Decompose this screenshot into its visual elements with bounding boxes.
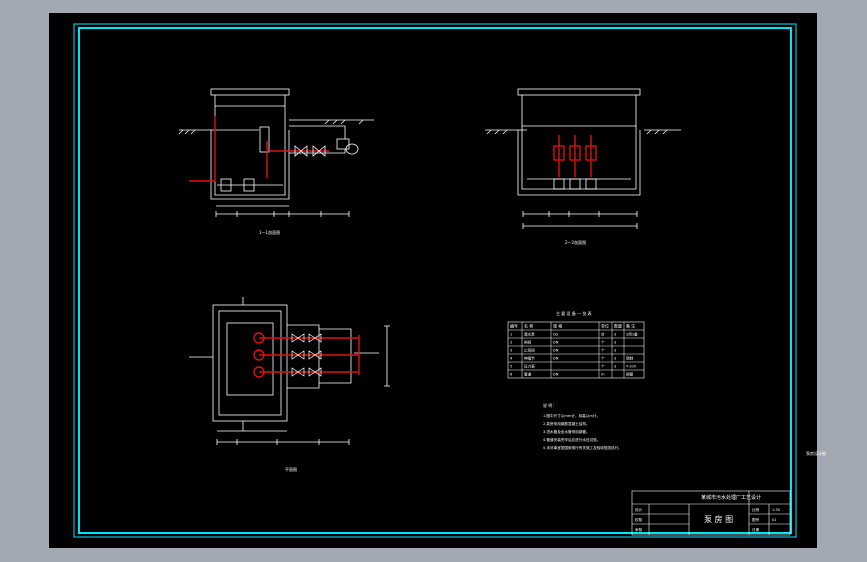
table-cell: 3 bbox=[614, 341, 616, 345]
table-cell: 3 bbox=[614, 333, 616, 337]
table-cell: 台 bbox=[601, 332, 605, 337]
inner-frame bbox=[78, 27, 792, 534]
table-cell: 2 bbox=[510, 341, 512, 345]
title-info-label: 比例 bbox=[752, 507, 760, 512]
cad-drawing: 1—1剖面图 2—2剖面图 bbox=[73, 23, 797, 538]
table-cell: 3 bbox=[614, 357, 616, 361]
design-notes: 说 明： 1.图中尺寸以mm计，标高以m计。 2.泵房采用钢筋混凝土结构。 3.进水管… bbox=[543, 402, 622, 450]
table-cell: 3 bbox=[614, 349, 616, 353]
title-info-label: 日期 bbox=[752, 527, 760, 532]
outer-frame bbox=[73, 23, 797, 538]
note-line: 2.泵房采用钢筋混凝土结构。 bbox=[543, 421, 590, 426]
table-cell: 潜水泵 bbox=[524, 332, 535, 337]
title-info-value: 1:50 bbox=[772, 508, 781, 512]
table-cell: 伸缩节 bbox=[524, 356, 535, 361]
drawing-canvas: 1—1剖面图 2—2剖面图 bbox=[49, 13, 817, 548]
table-cell: m bbox=[601, 373, 605, 377]
section-1-caption: 1—1剖面图 bbox=[259, 229, 280, 235]
table-header-cell: 名 称 bbox=[524, 323, 533, 329]
note-line: 1.图中尺寸以mm计，标高以m计。 bbox=[543, 413, 600, 418]
section-view-1-valves bbox=[294, 143, 359, 157]
table-header-cell: 编号 bbox=[510, 323, 518, 329]
title-info-value: 01 bbox=[772, 518, 777, 522]
table-header-cell: 备 注 bbox=[626, 323, 635, 329]
title-info-label: 图号 bbox=[752, 517, 760, 522]
table-cell: 4 bbox=[510, 357, 513, 361]
table-cell: 钢管 bbox=[626, 372, 634, 377]
table-cell: DN bbox=[553, 341, 559, 345]
table-header-cell: 数量 bbox=[614, 323, 622, 329]
table-cell: Y-100 bbox=[626, 365, 637, 369]
table-cell: DN bbox=[553, 373, 559, 377]
table-cell: QS bbox=[553, 333, 559, 337]
title-block bbox=[631, 490, 791, 536]
table-cell: 1 bbox=[510, 333, 512, 337]
side-note: 泵房设计图 bbox=[806, 451, 826, 456]
section-view-2-pumps bbox=[553, 135, 597, 177]
title-row-label: 设计 bbox=[635, 507, 643, 512]
table-cell: 压力表 bbox=[524, 364, 535, 369]
title-block-drawing-name: 泵 房 图 bbox=[704, 514, 733, 524]
note-line: 5.未尽事宜按国家现行有关施工及验收规范执行。 bbox=[543, 445, 622, 450]
table-cell: 个 bbox=[601, 340, 605, 345]
table-cell: DN bbox=[553, 349, 559, 353]
table-cell: 闸阀 bbox=[524, 340, 532, 345]
table-cell: 5 bbox=[510, 365, 512, 369]
table-cell: 3 bbox=[614, 365, 616, 369]
plan-view-valves bbox=[291, 333, 322, 377]
equipment-table-title: 主 要 设 备 一 览 表 bbox=[556, 310, 592, 316]
table-border bbox=[507, 321, 645, 379]
plan-view-pipes bbox=[253, 332, 360, 378]
table-cell: 管道 bbox=[524, 372, 532, 377]
table-header-cell: 单位 bbox=[601, 323, 609, 329]
title-row-label: 审核 bbox=[635, 527, 643, 532]
notes-title: 说 明： bbox=[543, 402, 556, 408]
table-cell: 6 bbox=[510, 373, 513, 377]
section-2-caption: 2—2剖面图 bbox=[565, 239, 586, 245]
table-cell: 个 bbox=[601, 364, 605, 369]
table-header-cell: 规 格 bbox=[553, 323, 562, 329]
note-line: 3.进水管及出水管采用钢管。 bbox=[543, 429, 590, 434]
table-cell: 2用1备 bbox=[626, 332, 638, 337]
plan-view bbox=[189, 297, 390, 445]
note-line: 4.管道安装完毕后应进行水压试验。 bbox=[543, 437, 600, 442]
equipment-table: 编号名 称 规 格 单位数量备 注 1 潜水泵 QS 台 3 2用1备 2 闸阀 DN 个 3 3 止回阀 DN… bbox=[507, 321, 645, 379]
table-cell: DN bbox=[553, 357, 559, 361]
plan-caption: 平面图 bbox=[285, 466, 297, 472]
title-block-project: 某城市污水处理厂工艺设计 bbox=[701, 494, 761, 501]
table-cell: 钢制 bbox=[626, 356, 634, 361]
table-cell: 止回阀 bbox=[524, 348, 535, 353]
table-cell: 个 bbox=[601, 356, 605, 361]
table-cell: 3 bbox=[510, 349, 512, 353]
title-row-label: 校核 bbox=[635, 517, 643, 522]
section-view-2 bbox=[485, 88, 681, 229]
table-cell: 个 bbox=[601, 348, 605, 353]
section-view-1 bbox=[178, 88, 374, 217]
